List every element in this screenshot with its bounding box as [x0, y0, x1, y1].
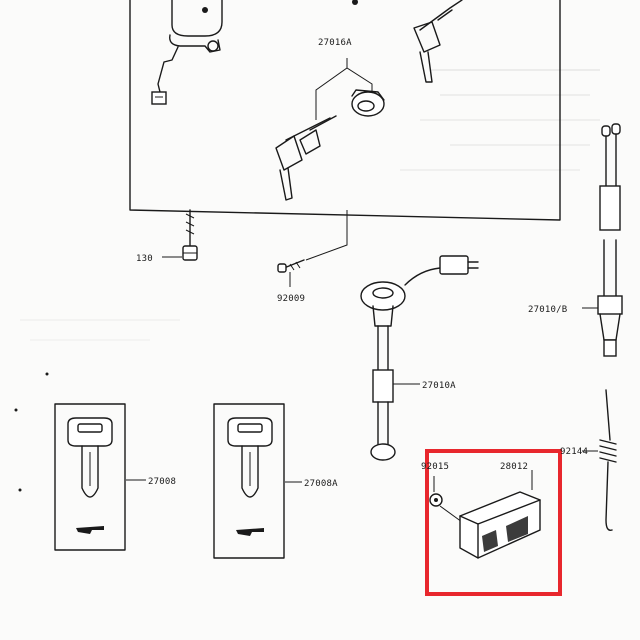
label-27010a: 27010A: [422, 381, 456, 391]
label-27008a: 27008A: [304, 479, 338, 489]
lock-with-keys: [275, 58, 385, 201]
label-28012: 28012: [500, 462, 528, 472]
bolt-130: [162, 209, 198, 261]
plate-28012: [429, 470, 541, 559]
key-card-27008: [54, 403, 146, 551]
switch-27010a: [360, 255, 479, 461]
ignition-switch-body: [151, 0, 223, 105]
dots: [14, 372, 49, 492]
highlight-box: [425, 449, 562, 596]
assembly-frame: [129, 0, 561, 221]
label-92009: 92009: [277, 294, 305, 304]
bleed-through-texture: [20, 69, 600, 341]
label-27010b: 27010/B: [528, 305, 567, 315]
key-top-right: [352, 0, 463, 83]
switch-27010b: [582, 123, 623, 357]
screw-92009: [277, 210, 348, 287]
spring-92144: [582, 389, 617, 531]
label-92144: 92144: [560, 447, 588, 457]
label-130: 130: [136, 254, 153, 264]
label-27008: 27008: [148, 477, 176, 487]
label-92015: 92015: [421, 462, 449, 472]
label-27016a: 27016A: [318, 38, 352, 48]
key-card-27008a: [213, 403, 302, 559]
